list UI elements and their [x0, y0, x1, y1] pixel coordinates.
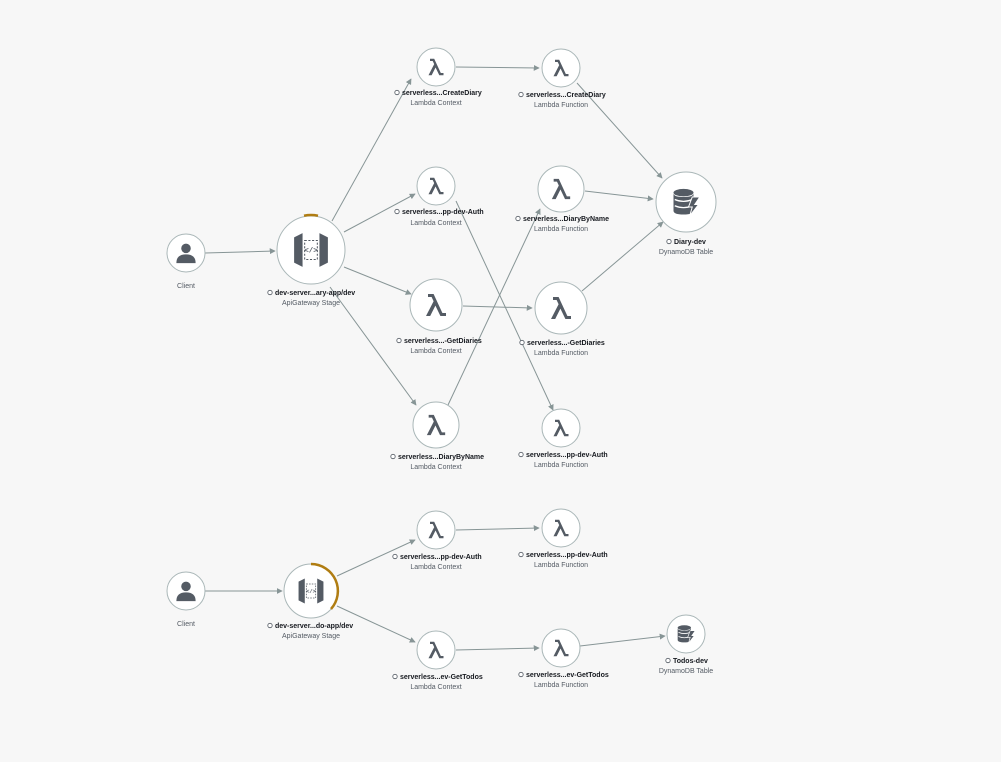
node-type: Lambda Context — [410, 348, 461, 355]
node-client-2[interactable]: Client — [166, 571, 206, 628]
node-title: serverless...ev-GetTodos — [526, 672, 609, 679]
edge-fn-byname-table — [584, 190, 654, 202]
node-lambda-function-get-todos[interactable]: serverless...ev-GetTodos Lambda Function — [518, 628, 609, 689]
node-title: serverless...-GetDiaries — [404, 338, 482, 345]
node-type: Lambda Context — [410, 464, 461, 471]
edge-ctx-todos-fn-todos — [455, 645, 540, 652]
node-title: serverless...pp-dev-Auth — [526, 452, 608, 459]
node-api-gateway-stage-2[interactable]: dev-server...do-app/dev ApiGateway Stage — [267, 562, 354, 640]
node-label: Client — [177, 283, 195, 290]
node-type: DynamoDB Table — [659, 668, 713, 675]
node-lambda-context-get-diaries[interactable]: serverless...-GetDiaries Lambda Context — [396, 278, 482, 355]
health-arc — [310, 562, 340, 610]
node-lambda-context-diary-by-name[interactable]: serverless...DiaryByName Lambda Context — [390, 401, 484, 471]
edge-ctx-create-fn-create — [455, 64, 540, 71]
node-title: Todos-dev — [673, 658, 708, 665]
node-type: ApiGateway Stage — [282, 633, 340, 640]
edge-ctx2-auth-fn-auth — [455, 525, 540, 532]
node-type: Lambda Function — [534, 350, 588, 357]
node-lambda-context-get-todos[interactable]: serverless...ev-GetTodos Lambda Context — [392, 630, 483, 691]
node-lambda-function-auth[interactable]: serverless...pp-dev-Auth Lambda Function — [518, 408, 608, 469]
edge-ctx-byname-fn-byname — [447, 208, 541, 406]
node-lambda-function-create-diary[interactable]: serverless...CreateDiary Lambda Function — [518, 48, 606, 109]
edge-gateway-ctx-auth — [343, 193, 416, 233]
edge-gateway-ctx-byname — [329, 286, 417, 406]
node-client[interactable]: Client — [166, 233, 206, 290]
node-dynamodb-table-todos[interactable]: Todos-dev DynamoDB Table — [659, 614, 713, 675]
node-type: Lambda Function — [534, 682, 588, 689]
edge-fn-create-table — [576, 82, 663, 179]
node-type: Lambda Context — [410, 100, 461, 107]
node-title: serverless...pp-dev-Auth — [402, 209, 484, 216]
node-title: serverless...DiaryByName — [398, 454, 484, 461]
node-title: dev-server...do-app/dev — [275, 623, 353, 630]
edge-fn-getdiaries-table — [581, 221, 664, 292]
node-type: Lambda Function — [534, 226, 588, 233]
node-title: serverless...ev-GetTodos — [400, 674, 483, 681]
edge-gateway-ctx-create — [331, 78, 412, 222]
node-title: serverless...DiaryByName — [523, 216, 609, 223]
node-lambda-function-diary-by-name[interactable]: serverless...DiaryByName Lambda Function — [515, 165, 609, 233]
edge-ctx-auth-fn-auth — [455, 200, 554, 411]
node-lambda-context-create-diary[interactable]: serverless...CreateDiary Lambda Context — [394, 47, 482, 107]
node-title: Diary-dev — [674, 239, 706, 246]
node-type: Lambda Function — [534, 562, 588, 569]
node-title: serverless...CreateDiary — [526, 92, 606, 99]
node-title: serverless...pp-dev-Auth — [400, 554, 482, 561]
node-api-gateway-stage[interactable]: dev-server...ary-app/dev ApiGateway Stag… — [267, 213, 355, 307]
edge-gateway2-ctx-todos — [336, 605, 416, 643]
node-title: serverless...CreateDiary — [402, 90, 482, 97]
node-title: serverless...pp-dev-Auth — [526, 552, 608, 559]
edges — [204, 64, 666, 652]
node-type: Lambda Function — [534, 102, 588, 109]
node-label: Client — [177, 621, 195, 628]
node-type: ApiGateway Stage — [282, 300, 340, 307]
edge-fn-todos-table — [579, 633, 666, 647]
node-type: Lambda Function — [534, 462, 588, 469]
health-arc — [303, 213, 319, 217]
edge-gateway-ctx-getdiaries — [343, 266, 412, 295]
node-lambda-function-auth-2[interactable]: serverless...pp-dev-Auth Lambda Function — [518, 508, 608, 569]
node-type: Lambda Context — [410, 684, 461, 691]
node-type: Lambda Context — [410, 220, 461, 227]
edge-gateway2-ctx-auth — [336, 539, 416, 577]
node-title: serverless...-GetDiaries — [527, 340, 605, 347]
node-type: DynamoDB Table — [659, 249, 713, 256]
node-lambda-context-auth-2[interactable]: serverless...pp-dev-Auth Lambda Context — [392, 510, 482, 571]
node-dynamodb-table-diary[interactable]: Diary-dev DynamoDB Table — [655, 171, 717, 256]
edge-client-gateway — [204, 248, 276, 255]
edge-ctx-getdiaries-fn-getdiaries — [462, 304, 533, 311]
node-title: dev-server...ary-app/dev — [275, 290, 355, 297]
node-lambda-function-get-diaries[interactable]: serverless...-GetDiaries Lambda Function — [519, 281, 605, 357]
node-type: Lambda Context — [410, 564, 461, 571]
node-lambda-context-auth[interactable]: serverless...pp-dev-Auth Lambda Context — [394, 166, 484, 227]
